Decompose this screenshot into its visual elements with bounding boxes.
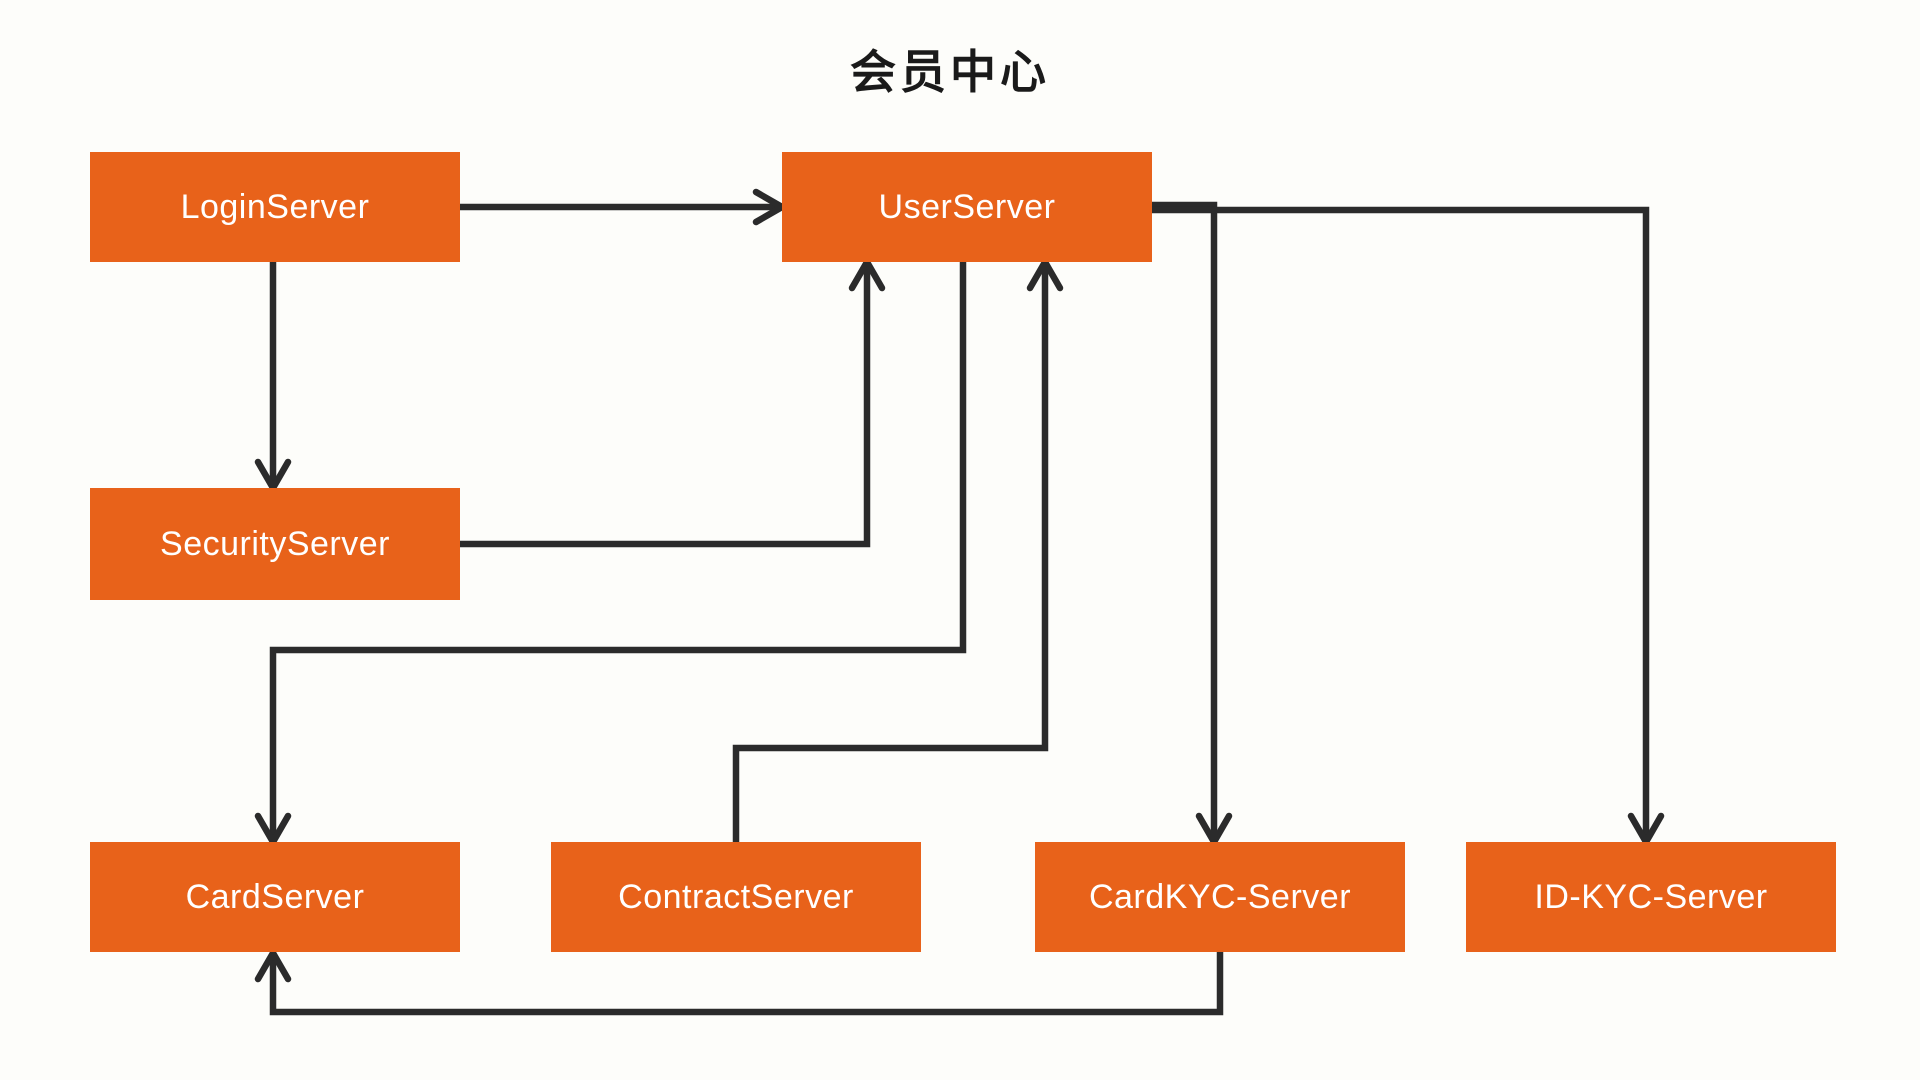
edge-userserver-to-cardserver: [254, 262, 967, 846]
node-userserver-label: UserServer: [879, 188, 1056, 226]
node-loginserver-label: LoginServer: [181, 188, 370, 226]
edge-cardkyc-server-to-cardserver: [254, 949, 1224, 1016]
node-cardkyc-server-label: CardKYC-Server: [1089, 878, 1351, 916]
edge-contractserver-to-userserver: [732, 258, 1064, 842]
edge-userserver-to-id-kyc-server: [1152, 206, 1665, 846]
node-contractserver-box: [551, 842, 921, 952]
diagram-title: 会员中心: [850, 46, 1050, 98]
node-cardserver-box: [90, 842, 460, 952]
node-id-kyc-server: ID-KYC-Server: [1466, 842, 1836, 952]
node-securityserver-label: SecurityServer: [160, 525, 390, 563]
node-id-kyc-server-box: [1466, 842, 1836, 952]
node-cardserver-label: CardServer: [186, 878, 365, 916]
node-userserver-box: [782, 152, 1152, 262]
node-loginserver: LoginServer: [90, 152, 460, 262]
edges-layer: [254, 188, 1665, 1016]
node-securityserver-box: [90, 488, 460, 600]
node-loginserver-box: [90, 152, 460, 262]
node-id-kyc-server-label: ID-KYC-Server: [1534, 878, 1767, 916]
node-cardserver: CardServer: [90, 842, 460, 952]
node-userserver: UserServer: [782, 152, 1152, 262]
node-contractserver: ContractServer: [551, 842, 921, 952]
node-contractserver-label: ContractServer: [618, 878, 854, 916]
node-securityserver: SecurityServer: [90, 488, 460, 600]
edge-userserver-to-cardkyc-server: [1152, 201, 1233, 846]
node-cardkyc-server-box: [1035, 842, 1405, 952]
node-cardkyc-server: CardKYC-Server: [1035, 842, 1405, 952]
edge-securityserver-to-userserver: [460, 258, 886, 548]
